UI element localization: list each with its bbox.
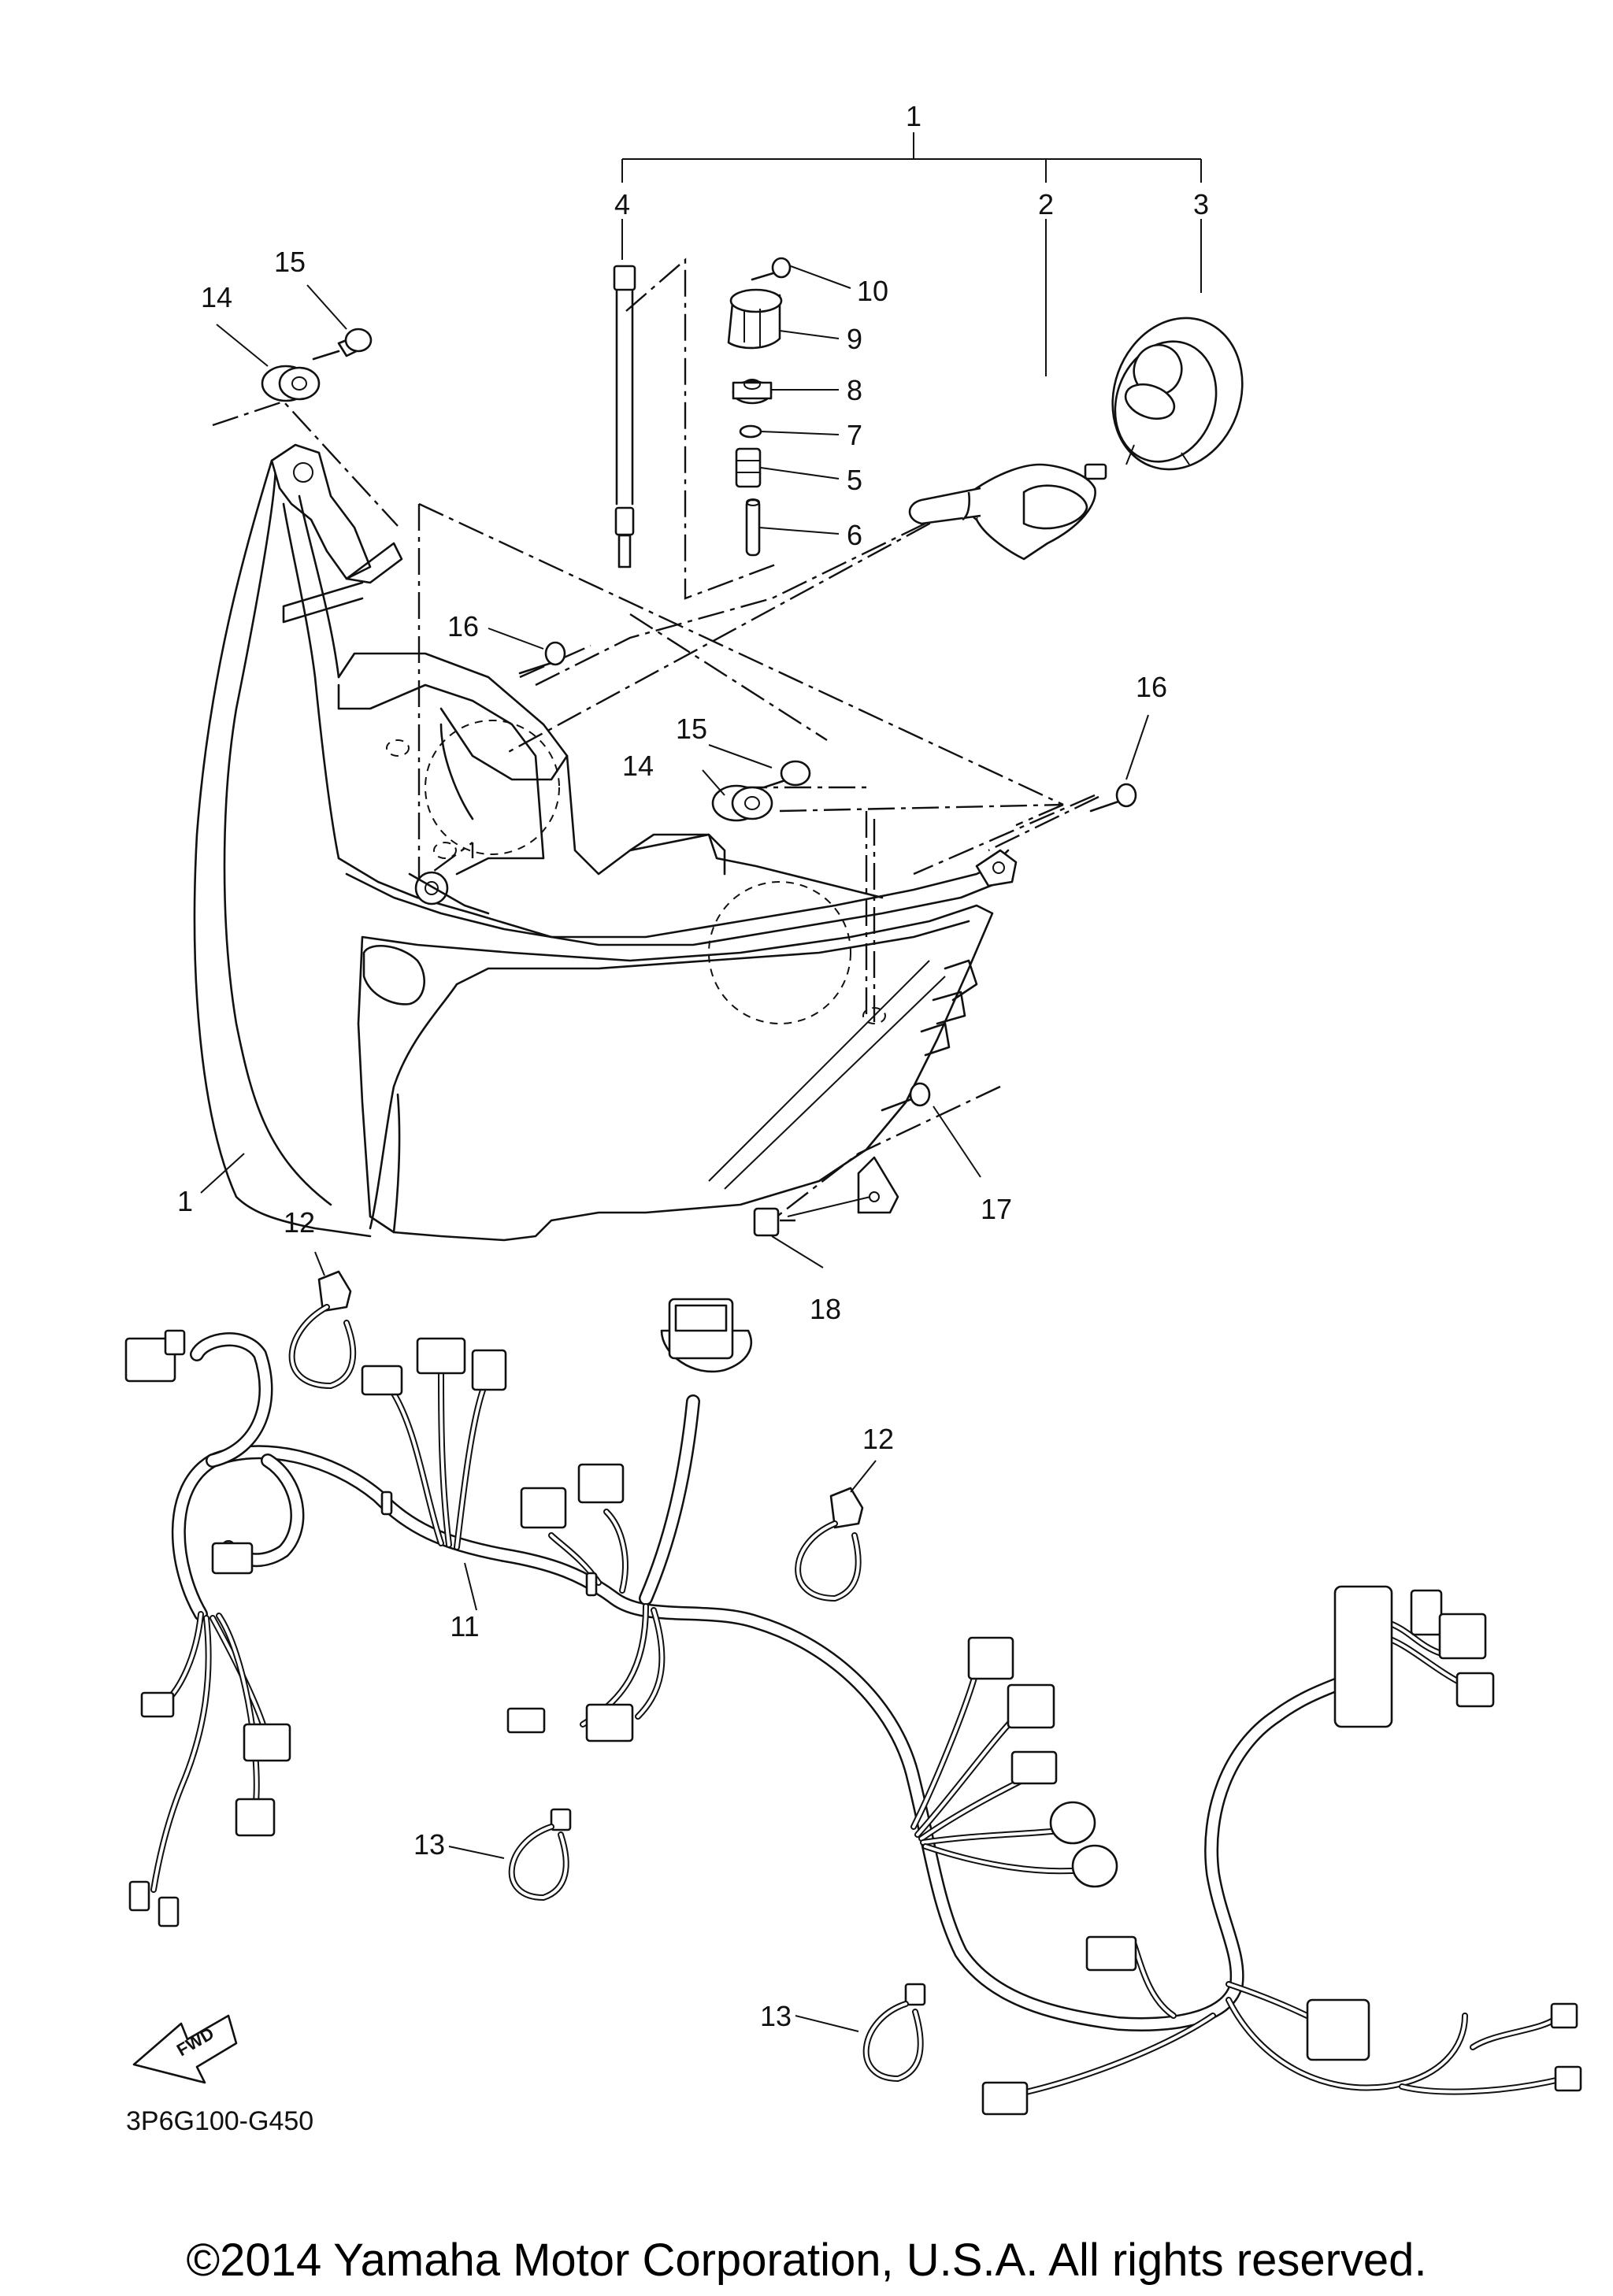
callout-1-top: 1 (906, 100, 921, 132)
callout-14-top: 14 (201, 281, 232, 313)
callout-18: 18 (810, 1293, 841, 1325)
callout-2: 2 (1038, 188, 1054, 220)
callout-5: 5 (847, 464, 862, 496)
wire-harness-11 (150, 1332, 1567, 2098)
screw-17 (881, 1082, 931, 1112)
grommet-14-top (261, 365, 321, 402)
screw-16-right (1089, 783, 1137, 813)
copyright-notice: ©2014 Yamaha Motor Corporation, U.S.A. A… (186, 2235, 1426, 2286)
leader-lines (200, 265, 1149, 2032)
fwd-arrow-icon: FWD (132, 2014, 238, 2084)
headlight-body (193, 443, 1018, 1242)
callout-13-bottom: 13 (760, 2000, 792, 2032)
callout-15-mid: 15 (676, 713, 707, 745)
callout-13-left: 13 (413, 1828, 445, 1861)
knob-9 (727, 288, 783, 350)
callout-3: 3 (1193, 188, 1209, 220)
diagram-code: 3P6G100-G450 (126, 2106, 313, 2136)
assembly-bracket (621, 132, 1202, 376)
clamp-12-left (288, 1270, 357, 1390)
clip-nut-18 (753, 1196, 871, 1237)
callout-8: 8 (847, 374, 862, 406)
boot-3 (1111, 317, 1244, 471)
adjuster-5 (735, 447, 762, 488)
screw-15-mid (762, 760, 811, 789)
callout-16-left: 16 (447, 610, 479, 643)
pin-6 (745, 498, 761, 557)
assembly-lines (212, 257, 1099, 1222)
callout-10: 10 (857, 275, 888, 307)
clamp-13-bottom (862, 1983, 926, 2083)
callout-11: 11 (450, 1610, 479, 1642)
callout-17: 17 (981, 1193, 1012, 1225)
nut-8 (732, 379, 773, 405)
callout-7: 7 (847, 419, 862, 451)
clamp-12-right (795, 1487, 864, 1602)
callout-4: 4 (614, 188, 630, 220)
callout-15-top: 15 (274, 246, 306, 278)
callout-12-left: 12 (284, 1206, 315, 1239)
screw-16-left (518, 641, 566, 675)
screw-15-top (312, 328, 373, 361)
callout-14-mid: 14 (622, 750, 654, 782)
harness-connectors (124, 1298, 1582, 2116)
clamp-13-left (508, 1808, 572, 1902)
callout-6: 6 (847, 519, 862, 551)
callout-9: 9 (847, 323, 862, 355)
callout-12-right: 12 (862, 1423, 894, 1455)
socket-cord-4 (613, 265, 636, 568)
o-ring-7 (739, 424, 762, 439)
screw-10 (751, 257, 792, 281)
callout-labels: 1 2 3 4 5 6 7 8 9 10 14 15 16 15 14 16 1… (177, 100, 1209, 2032)
callout-16-right: 16 (1136, 671, 1167, 703)
callout-1-left: 1 (177, 1185, 193, 1217)
bulb-2 (908, 463, 1107, 561)
